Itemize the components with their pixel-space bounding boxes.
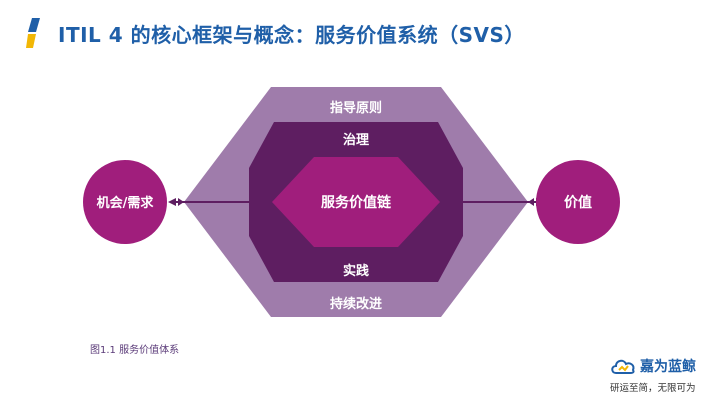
guiding-principles-label: 指导原则 [330, 100, 382, 116]
governance-label: 治理 [343, 132, 369, 148]
brand-name: 嘉为蓝鲸 [640, 359, 696, 375]
title-accent-icon [26, 18, 40, 48]
value-chain-hexagon [272, 157, 440, 247]
opportunity-demand-circle [83, 160, 167, 244]
continual-improvement-label: 持续改进 [330, 296, 382, 312]
opportunity-demand-label: 机会/需求 [97, 195, 155, 211]
page-title: ITIL 4 的核心框架与概念：服务价值系统（SVS） [58, 22, 525, 47]
arrow-left-icon [168, 198, 176, 206]
figure-caption: 图1.1 服务价值体系 [90, 345, 180, 356]
value-chain-label: 服务价值链 [321, 194, 392, 211]
brand-tagline: 研运至简，无限可为 [610, 383, 696, 394]
value-label: 价值 [564, 194, 592, 211]
input-connector [168, 198, 272, 206]
brand-logo: 嘉为蓝鲸 研运至简，无限可为 [610, 356, 710, 394]
cloud-logo-icon [611, 359, 635, 374]
practices-label: 实践 [343, 263, 369, 279]
value-circle [536, 160, 620, 244]
slide-header: ITIL 4 的核心框架与概念：服务价值系统（SVS） [24, 18, 525, 48]
